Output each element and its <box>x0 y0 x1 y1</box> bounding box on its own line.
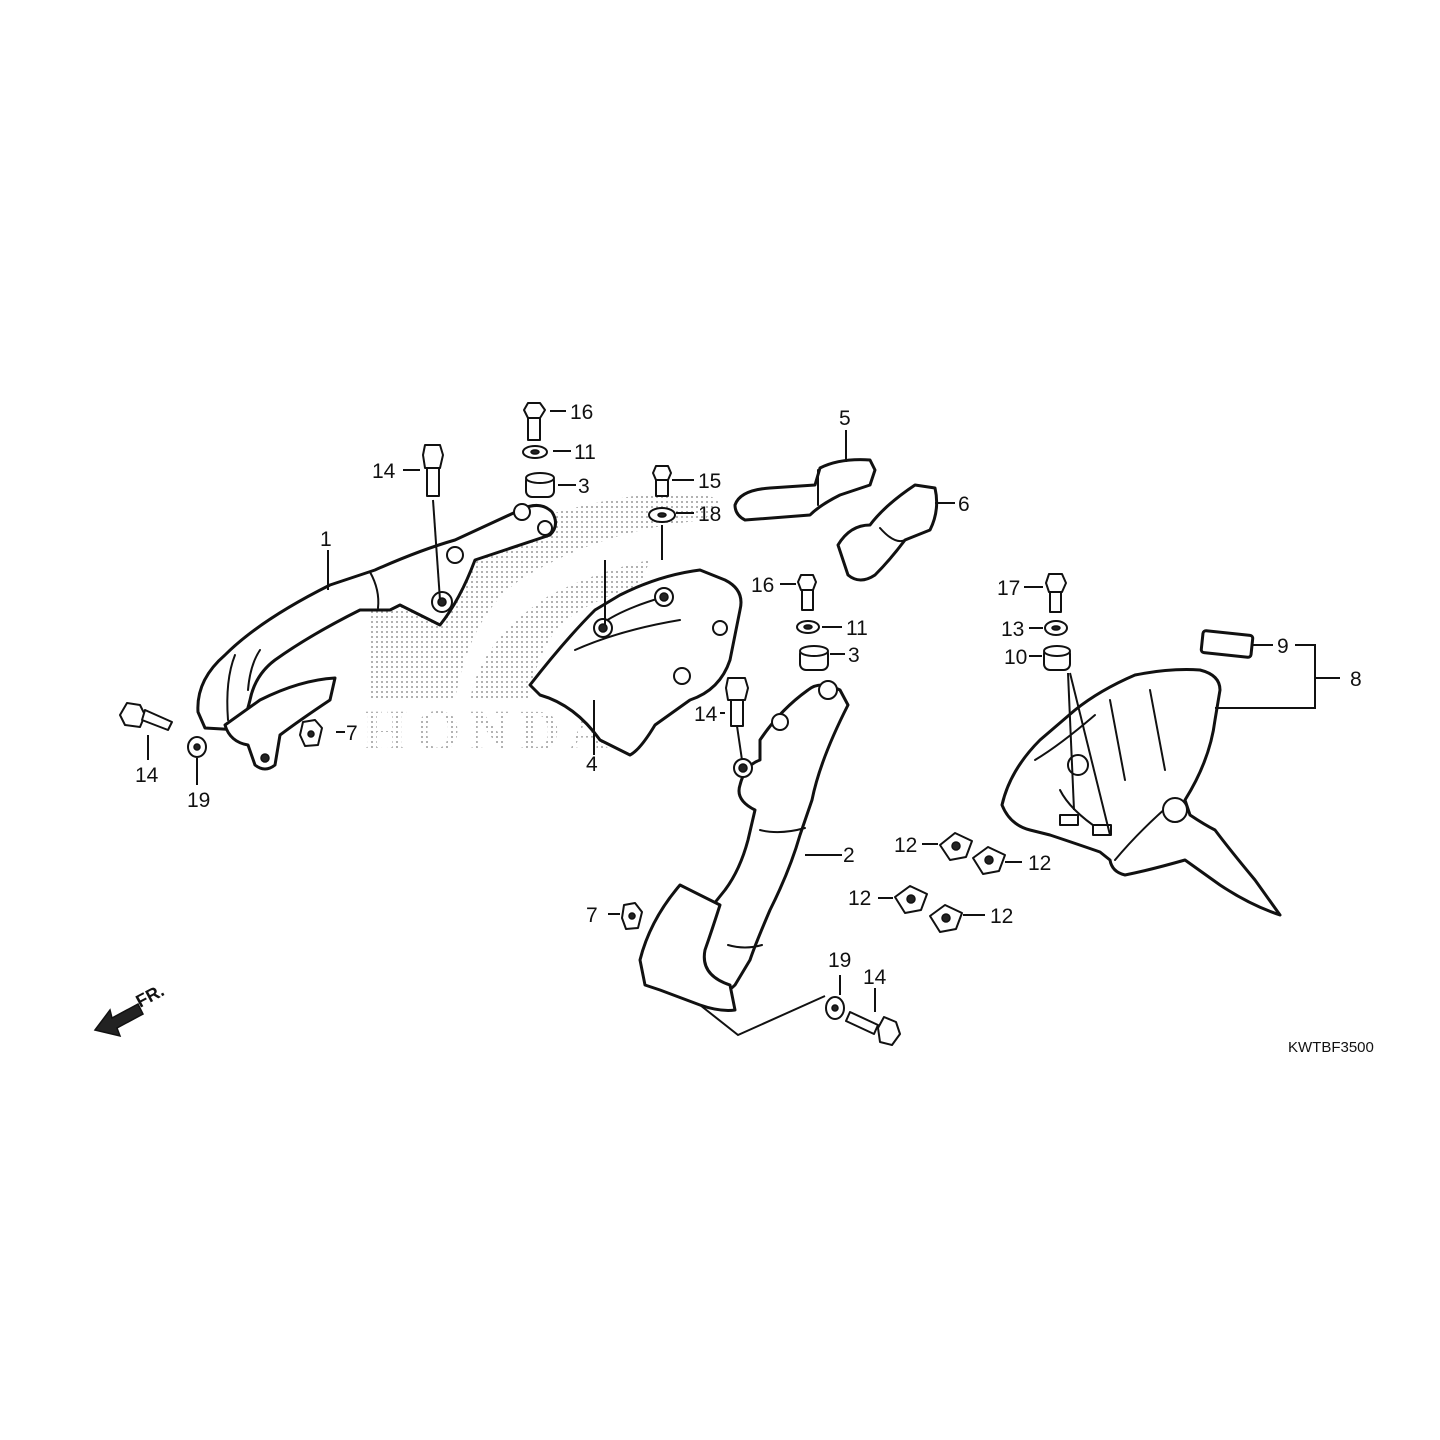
callout-16: 16 <box>751 574 774 597</box>
clip-nut-7-lower[interactable] <box>621 902 643 930</box>
callout-14: 14 <box>863 966 887 989</box>
callout-18: 18 <box>698 503 721 526</box>
honda-wing-logo <box>370 493 720 700</box>
callout-2: 2 <box>843 844 855 867</box>
washer-19-lower[interactable] <box>825 996 845 1020</box>
nut-12-d[interactable] <box>929 904 963 933</box>
bolt-14-lower[interactable] <box>845 1011 901 1046</box>
callout-16: 16 <box>570 401 593 424</box>
callout-11: 11 <box>574 441 596 464</box>
callout-12: 12 <box>990 905 1013 928</box>
washer-11-lower[interactable] <box>796 620 820 634</box>
leader-lines <box>147 410 1340 1037</box>
washer-11-upper[interactable] <box>522 445 548 459</box>
rubber-pad-5[interactable] <box>733 458 877 522</box>
nut-12-b[interactable] <box>972 846 1006 875</box>
nut-12-c[interactable] <box>894 885 928 914</box>
callout-10: 10 <box>1004 646 1027 669</box>
bolt-14-left[interactable] <box>119 702 173 731</box>
callout-17: 17 <box>997 577 1020 600</box>
rear-center-cover[interactable] <box>528 568 743 757</box>
callout-12: 12 <box>894 834 917 857</box>
rubber-pad-6[interactable] <box>836 483 939 582</box>
bolt-17[interactable] <box>1045 573 1067 613</box>
front-direction-marker: FR. <box>93 980 167 1038</box>
grab-rail-right[interactable] <box>638 680 850 1012</box>
grommet-10[interactable] <box>1043 645 1071 671</box>
front-arrow-icon <box>93 1002 144 1038</box>
clip-nut-7-left[interactable] <box>299 719 323 747</box>
washer-18[interactable] <box>648 507 676 523</box>
callout-15: 15 <box>698 470 721 493</box>
bolt-14-upper[interactable] <box>422 444 444 497</box>
seal-pad[interactable] <box>1199 629 1255 659</box>
callout-9: 9 <box>1277 635 1289 658</box>
callout-3: 3 <box>578 475 590 498</box>
callout-14: 14 <box>694 703 718 726</box>
callout-19: 19 <box>828 949 851 972</box>
callout-12: 12 <box>1028 852 1051 875</box>
bolt-16-lower[interactable] <box>797 574 817 611</box>
grab-rail-left[interactable] <box>196 503 557 771</box>
diagram-code: KWTBF3500 <box>1288 1039 1374 1056</box>
callout-5: 5 <box>839 407 851 430</box>
callout-labels: 1 2 3 3 4 5 6 7 7 8 9 10 11 11 12 12 12 … <box>135 401 1362 989</box>
washer-13[interactable] <box>1044 620 1068 636</box>
callout-7: 7 <box>346 722 358 745</box>
grommet-3-upper[interactable] <box>525 472 555 498</box>
bolt-15[interactable] <box>652 465 672 497</box>
bolt-16-upper[interactable] <box>523 402 546 441</box>
callout-1: 1 <box>320 528 332 551</box>
callout-8: 8 <box>1350 668 1362 691</box>
callout-7: 7 <box>586 904 598 927</box>
callout-19: 19 <box>187 789 210 812</box>
callout-4: 4 <box>586 753 598 776</box>
rear-fender[interactable] <box>1000 668 1282 917</box>
bolt-14-middle[interactable] <box>725 677 749 727</box>
callout-14: 14 <box>135 764 159 787</box>
grommet-3-lower[interactable] <box>799 645 829 671</box>
callout-6: 6 <box>958 493 970 516</box>
callout-12: 12 <box>848 887 871 910</box>
callout-11: 11 <box>846 617 868 640</box>
nut-12-a[interactable] <box>939 832 973 861</box>
callout-14: 14 <box>372 460 396 483</box>
washer-19-left[interactable] <box>187 736 207 758</box>
callout-3: 3 <box>848 644 860 667</box>
callout-13: 13 <box>1001 618 1024 641</box>
